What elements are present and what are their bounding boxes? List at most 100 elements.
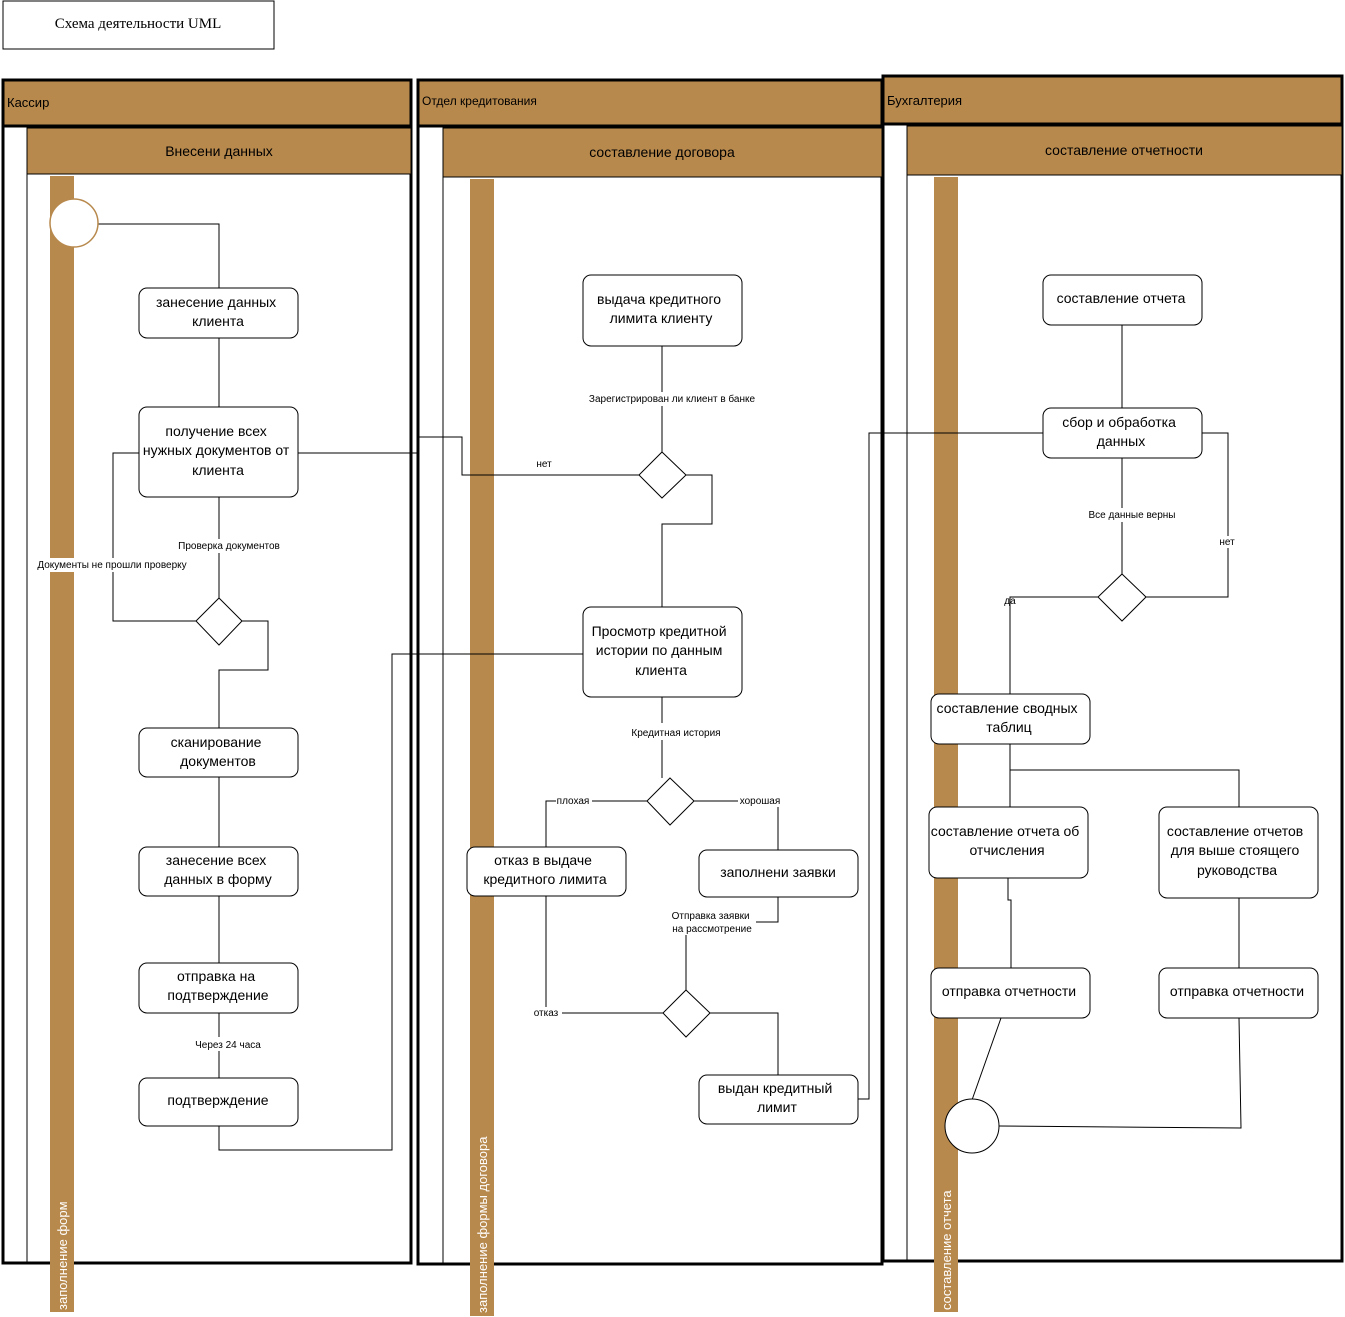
label-no-data: нет xyxy=(1219,537,1235,548)
decision-diamonds xyxy=(195,451,1147,1038)
lane-title-cashier: Кассир xyxy=(7,95,49,110)
node-text-line: отчисления xyxy=(969,842,1044,858)
label-good: хорошая xyxy=(740,796,781,807)
node-text-line: составление отчетов xyxy=(1167,823,1303,839)
node-confirmation-text: подтверждение xyxy=(167,1092,268,1108)
node-reports-superior-text: составление отчетов для выше стоящего ру… xyxy=(1167,823,1307,878)
node-send-confirmation-text: отправка на подтверждение xyxy=(167,968,268,1003)
node-view-credit-history xyxy=(582,606,743,698)
decision-credit-history xyxy=(646,777,695,826)
node-credit-issued xyxy=(698,1074,859,1125)
bar-label-cashier: заполнение форм xyxy=(55,1201,70,1310)
edge-labels: Проверка документов Документы не прошли … xyxy=(35,392,1240,1051)
label-all-correct: Все данные верны xyxy=(1088,510,1175,521)
node-text-line: для выше стоящего xyxy=(1171,842,1300,858)
node-send-reports-1-text: отправка отчетности xyxy=(942,983,1076,999)
node-issue-credit-limit xyxy=(582,274,743,347)
node-summary-tables-text: составление сводных таблиц xyxy=(937,700,1082,735)
activity-bar-cashier xyxy=(50,176,74,1312)
node-text-line: составление отчета об xyxy=(931,823,1080,839)
lane-header-accounting xyxy=(881,74,1344,126)
node-expel-report-text: составление отчета об отчисления xyxy=(931,823,1083,858)
label-bad: плохая xyxy=(557,796,590,807)
node-issue-credit-limit-text: выдача кредитного лимита клиенту xyxy=(597,291,725,326)
lane-title-credit: Отдел кредитования xyxy=(422,94,537,108)
node-enter-client-data-text: занесение данных клиента xyxy=(156,294,280,329)
node-text-line: Просмотр кредитной xyxy=(592,623,727,639)
sublane-header-cashier xyxy=(26,127,412,175)
initial-node xyxy=(49,198,99,248)
node-text-line: сканирование xyxy=(171,734,262,750)
node-text-line: отправка отчетности xyxy=(942,983,1076,999)
node-make-report xyxy=(1042,274,1203,326)
node-text-line: данных в форму xyxy=(164,871,272,887)
label-docs-failed: Документы не прошли проверку xyxy=(37,560,186,571)
node-collect-data-text: сбор и обработка данных xyxy=(1062,414,1180,449)
node-enter-client-data xyxy=(138,287,299,339)
node-expel-report xyxy=(928,806,1089,879)
label-after-24h: Через 24 часа xyxy=(195,1040,261,1051)
label-no-registered: нет xyxy=(536,459,552,470)
connectors xyxy=(97,223,1242,1151)
node-text-line: сбор и обработка xyxy=(1062,414,1176,430)
node-text-line: документов xyxy=(180,753,256,769)
lane-accounting: Бухгалтерия составление отчетности соста… xyxy=(881,74,1344,1312)
node-fill-form-text: занесение всех данных в форму xyxy=(164,852,272,887)
lane-title-accounting: Бухгалтерия xyxy=(887,93,962,108)
lane-credit-department: Отдел кредитования составление договора … xyxy=(416,78,884,1316)
node-fill-form xyxy=(138,846,299,897)
node-text-line: руководства xyxy=(1197,862,1277,878)
label-yes: да xyxy=(1004,596,1016,607)
node-summary-tables xyxy=(930,693,1091,745)
node-text-line: нужных документов от xyxy=(143,442,290,458)
node-text-line: клиента xyxy=(635,662,687,678)
node-scan-documents xyxy=(138,727,299,778)
node-text-line: клиента xyxy=(192,462,244,478)
sublane-title-credit: составление договора xyxy=(589,144,735,160)
label-refusal: отказ xyxy=(534,1008,559,1019)
node-refuse-credit xyxy=(466,846,627,897)
decision-data-correct xyxy=(1097,573,1147,622)
node-text-line: составление отчета xyxy=(1057,290,1186,306)
node-text-line: данных xyxy=(1097,433,1145,449)
final-node xyxy=(944,1098,1000,1154)
decision-request-review xyxy=(662,989,711,1038)
node-scan-documents-text: сканирование документов xyxy=(171,734,266,769)
lane-cashier: Кассир Внесени данных заполнение форм xyxy=(1,78,413,1312)
node-text-line: таблиц xyxy=(986,719,1031,735)
sublane-title-cashier: Внесени данных xyxy=(165,143,273,159)
node-text-line: кредитного лимита xyxy=(483,871,606,887)
node-text-line: истории по данным xyxy=(596,642,723,658)
sublane-title-accounting: составление отчетности xyxy=(1045,142,1203,158)
node-text-line: лимита клиенту xyxy=(610,310,713,326)
node-text-line: занесение всех xyxy=(166,852,267,868)
node-reports-superior xyxy=(1158,806,1319,899)
node-fill-request-text: заполнени заявки xyxy=(720,864,836,880)
node-text-line: подтверждение xyxy=(167,987,268,1003)
node-text-line: получение всех xyxy=(165,423,266,439)
diagram-title-box: Схема деятельности UML xyxy=(2,0,275,50)
node-text-line: подтверждение xyxy=(167,1092,268,1108)
diagram-title: Схема деятельности UML xyxy=(55,16,222,32)
lane-header-cashier xyxy=(1,78,413,128)
node-send-reports-2-text: отправка отчетности xyxy=(1170,983,1304,999)
decision-registered xyxy=(638,451,687,499)
label-line: на рассмотрение xyxy=(672,924,752,935)
node-refuse-credit-text: отказ в выдаче кредитного лимита xyxy=(483,852,606,887)
sublane-header-credit xyxy=(442,127,883,178)
label-registered-question: Зарегистрирован ли клиент в банке xyxy=(589,393,756,405)
node-text-line: выдан кредитный xyxy=(718,1080,832,1096)
node-get-documents xyxy=(138,406,299,498)
node-send-reports-1 xyxy=(930,967,1091,1019)
node-text-line: выдача кредитного xyxy=(597,291,721,307)
node-text-line: лимит xyxy=(757,1099,797,1115)
node-view-credit-history-text: Просмотр кредитной истории по данным кли… xyxy=(592,623,731,678)
node-send-confirmation xyxy=(138,962,299,1014)
node-text-line: заполнени заявки xyxy=(720,864,836,880)
node-text-line: отправка отчетности xyxy=(1170,983,1304,999)
node-text-line: отказ в выдаче xyxy=(494,852,592,868)
sublane-header-accounting xyxy=(906,125,1343,176)
bar-label-accounting: составление отчета xyxy=(939,1190,954,1310)
decision-check-docs xyxy=(195,597,243,646)
